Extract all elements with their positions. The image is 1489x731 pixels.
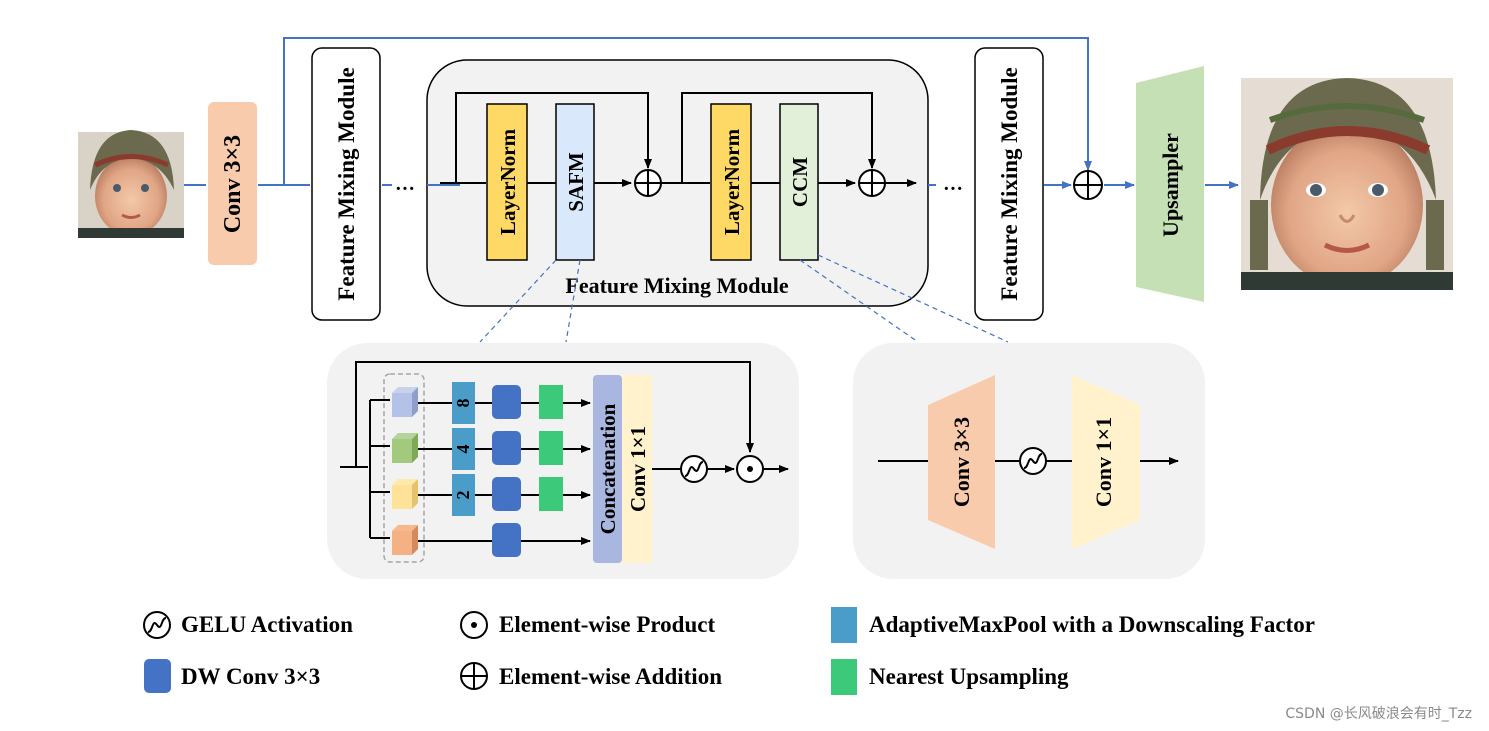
upsampler-label: Upsampler	[1158, 133, 1183, 237]
ccm-conv3x3-label: Conv 3×3	[949, 417, 974, 507]
pool-factor-2: 2	[453, 491, 473, 500]
nearest-upsampling-block	[539, 477, 563, 511]
output-image	[1241, 78, 1453, 290]
fmm-panel-caption: Feature Mixing Module	[565, 273, 788, 298]
main-flow-lines	[184, 37, 1239, 189]
legend-pool-swatch	[831, 607, 857, 643]
fmm-block-right: Feature Mixing Module	[974, 47, 1044, 321]
fmm-left-label: Feature Mixing Module	[334, 67, 359, 300]
layernorm-1-label: LayerNorm	[496, 128, 520, 235]
gelu-icon	[680, 455, 708, 483]
fmm-block-left: Feature Mixing Module	[311, 47, 381, 321]
product-icon	[736, 455, 764, 483]
conv3x3-label: Conv 3×3	[220, 135, 246, 233]
ccm-conv1x1-block	[1072, 375, 1140, 549]
layernorm-2-label: LayerNorm	[720, 128, 744, 235]
pool-block-4	[452, 428, 475, 470]
legend-pool: AdaptiveMaxPool with a Downscaling Facto…	[869, 612, 1315, 637]
feature-cube-green	[392, 433, 418, 463]
addition-icon	[858, 169, 886, 197]
upsampler-block: Upsampler	[1136, 66, 1204, 302]
ccm-label: CCM	[788, 157, 812, 207]
legend-dwconv-swatch	[144, 659, 171, 693]
fmm-right-label: Feature Mixing Module	[997, 67, 1022, 300]
legend-gelu: GELU Activation	[181, 612, 353, 637]
conv3x3-block: Conv 3×3	[208, 102, 257, 265]
gelu-icon	[143, 611, 171, 639]
ccm-conv1x1-label: Conv 1×1	[1091, 417, 1116, 507]
nearest-upsampling-block	[539, 385, 563, 419]
feature-cube-yellow	[392, 479, 418, 509]
pool-block-8	[452, 382, 475, 424]
ccm-block	[779, 103, 819, 261]
concatenation-label: Concatenation	[596, 403, 620, 534]
legend-addition: Element-wise Addition	[499, 664, 722, 689]
nearest-upsampling-block	[539, 431, 563, 465]
gelu-icon	[1019, 447, 1047, 475]
watermark: CSDN @长风破浪会有时_Tzz	[1285, 706, 1472, 722]
dwconv-block	[492, 523, 521, 557]
addition-icon	[1073, 170, 1103, 200]
ellipsis-left: ···	[395, 178, 415, 200]
fmm-detail-panel: LayerNorm SAFM LayerNorm CCM Feature Mix…	[426, 59, 929, 307]
dwconv-block	[492, 385, 521, 419]
conv1x1-block	[622, 375, 652, 563]
feature-cube-orange	[392, 525, 418, 555]
legend-upsampling-swatch	[831, 659, 857, 695]
legend-upsampling: Nearest Upsampling	[869, 664, 1069, 689]
safm-label: SAFM	[564, 152, 588, 212]
concatenation-block	[593, 375, 622, 563]
legend-product: Element-wise Product	[499, 612, 715, 637]
pool-factor-8: 8	[453, 399, 473, 408]
zoom-connectors	[479, 254, 1009, 343]
safm-detail-panel: 8 4 2 Concatenation Conv 1×1	[327, 343, 799, 579]
layernorm-block-2	[710, 103, 752, 261]
legend: GELU Activation Element-wise Product Ada…	[143, 607, 1315, 695]
layernorm-block-1	[486, 103, 528, 261]
dwconv-block	[492, 431, 521, 465]
legend-dwconv: DW Conv 3×3	[181, 664, 320, 689]
addition-icon	[460, 662, 488, 690]
product-icon	[460, 611, 488, 639]
addition-icon	[634, 169, 662, 197]
feature-cube-blue	[392, 387, 418, 417]
dwconv-block	[492, 477, 521, 511]
pool-block-2	[452, 474, 475, 516]
ccm-conv3x3-block	[928, 375, 995, 549]
ellipsis-right: ···	[943, 178, 963, 200]
ccm-detail-panel: Conv 3×3 Conv 1×1	[853, 343, 1205, 579]
conv1x1-label: Conv 1×1	[626, 426, 650, 512]
input-image	[78, 130, 184, 238]
pool-factor-4: 4	[453, 445, 473, 454]
